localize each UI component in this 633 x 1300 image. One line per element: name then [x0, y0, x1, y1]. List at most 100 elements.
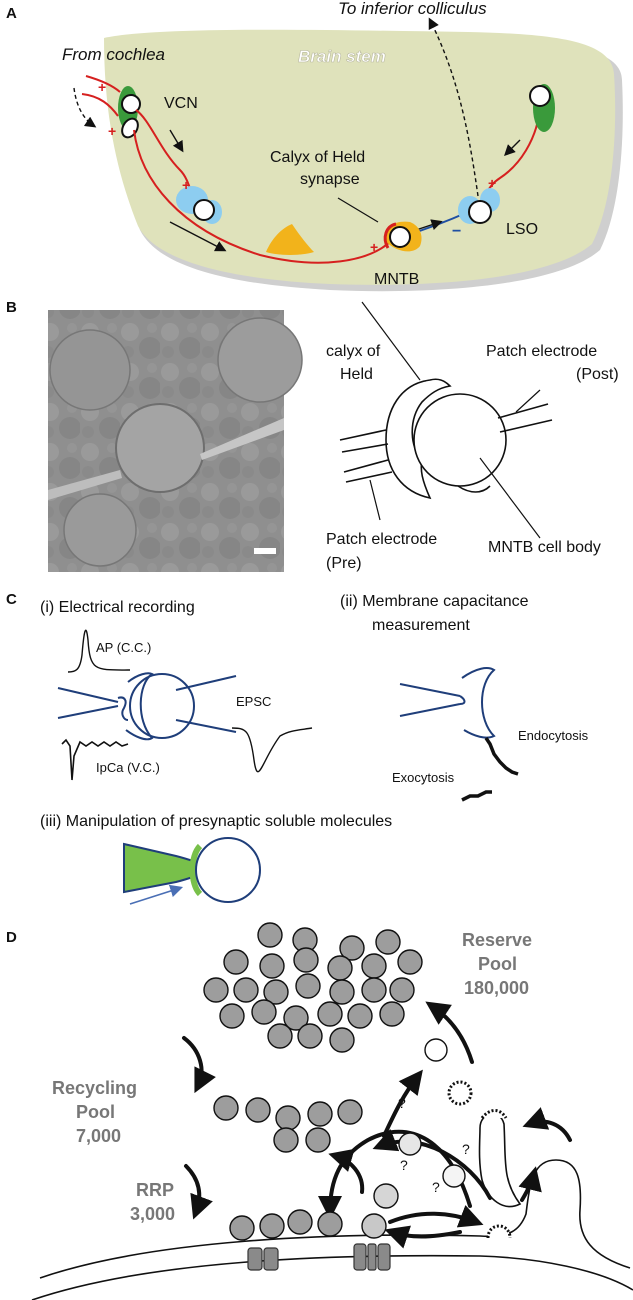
rrp-count: 3,000 — [130, 1204, 175, 1224]
vesicle — [229, 1215, 255, 1241]
endocytosis-label: Endocytosis — [518, 728, 589, 743]
vesicle-recycling — [398, 1132, 422, 1156]
vesicle — [297, 1023, 323, 1049]
presynaptic-pipette-diagram — [123, 837, 261, 905]
mntb-cell-body-label: MNTB cell body — [488, 539, 601, 556]
ap-trace — [67, 629, 131, 673]
lso-cell: − + LSO — [452, 175, 538, 240]
vesicle — [219, 1003, 245, 1029]
vesicle-recycling — [424, 1038, 448, 1062]
vesicle — [293, 947, 319, 973]
vesicle — [223, 949, 249, 975]
patch-post-label: Patch electrode — [486, 343, 597, 360]
vesicle-cycle-arrows — [182, 1001, 572, 1249]
endocytosis-trace — [484, 737, 519, 776]
vesicle — [317, 1001, 343, 1027]
reserve-pool-label-2: Pool — [478, 954, 517, 974]
recycling-pool-count: 7,000 — [76, 1126, 121, 1146]
vesicle-recycling — [373, 1183, 399, 1209]
vesicle — [213, 1095, 239, 1121]
to-inferior-colliculus-label: To inferior colliculus — [338, 0, 487, 18]
from-cochlea-label: From cochlea — [62, 45, 165, 64]
cochlear-input: From cochlea — [62, 45, 165, 128]
plus-sign: + — [370, 239, 378, 255]
reserve-pool-label: Reserve — [462, 930, 532, 950]
lso-label: LSO — [506, 221, 538, 238]
vesicle — [283, 1005, 309, 1031]
panel-label-a: A — [6, 5, 17, 22]
question-mark: ? — [462, 1141, 470, 1157]
vesicle — [329, 979, 355, 1005]
exocytosis-label: Exocytosis — [392, 770, 455, 785]
vcn-label: VCN — [164, 95, 198, 112]
vesicle — [287, 1209, 313, 1235]
globular-bushy-target: + — [176, 177, 222, 224]
mntb-cell: + MNTB Calyx of Held synapse — [270, 149, 422, 288]
vcn-neurons: + + VCN — [98, 79, 198, 139]
vesicle — [203, 977, 229, 1003]
vesicle — [307, 1101, 333, 1127]
ap-label: AP (C.C.) — [96, 640, 151, 655]
capacitance-diagram: Endocytosis Exocytosis — [392, 667, 589, 802]
vesicle — [251, 999, 277, 1025]
vesicle — [245, 1097, 271, 1123]
vesicle — [257, 922, 283, 948]
vesicle — [263, 979, 289, 1005]
vesicle — [259, 953, 285, 979]
vesicle — [375, 929, 401, 955]
vesicle — [397, 949, 423, 975]
vesicle — [337, 1099, 363, 1125]
patch-pre-label-2: (Pre) — [326, 555, 362, 572]
calcium-channels — [247, 1243, 391, 1271]
question-mark: ? — [400, 1157, 408, 1173]
vesicle-recycling — [442, 1164, 466, 1188]
synaptic-vesicles — [203, 922, 466, 1241]
question-mark: ? — [398, 1095, 406, 1111]
plus-sign: + — [182, 177, 190, 193]
scale-bar — [254, 548, 276, 554]
vesicle — [305, 1127, 331, 1153]
mntb-label: MNTB — [374, 271, 419, 288]
plus-sign: + — [98, 79, 106, 95]
recycling-pool-label-2: Pool — [76, 1102, 115, 1122]
vesicle — [361, 977, 387, 1003]
vesicle — [273, 1127, 299, 1153]
calyx-of-held-label: calyx of — [326, 343, 381, 360]
vesicle — [389, 977, 415, 1003]
vesicle — [275, 1105, 301, 1131]
panel-label-b: B — [6, 299, 17, 316]
vesicle — [233, 977, 259, 1003]
vesicle — [329, 1027, 355, 1053]
calyx-drawing — [339, 301, 553, 539]
electrical-recording-diagram: AP (C.C.) EPSC IpCa (V.C.) — [57, 629, 313, 781]
vesicle — [327, 955, 353, 981]
presynaptic-membrane — [31, 1159, 633, 1300]
plus-sign: + — [108, 123, 116, 139]
vesicle — [379, 1001, 405, 1027]
plus-sign: + — [488, 175, 496, 191]
capacitance-title: (ii) Membrane capacitance — [340, 593, 529, 610]
manipulation-title: (iii) Manipulation of presynaptic solubl… — [40, 813, 392, 830]
endocytic-structures — [447, 1080, 522, 1239]
ipca-label: IpCa (V.C.) — [96, 760, 160, 775]
recycling-pool-label: Recycling — [52, 1078, 137, 1098]
vesicle — [339, 935, 365, 961]
panel-label-d: D — [6, 929, 17, 946]
calyx-label-2: synapse — [300, 171, 360, 188]
patch-pre-label: Patch electrode — [326, 531, 437, 548]
epsc-trace — [231, 727, 313, 773]
mntb-nucleus-shape — [266, 224, 314, 255]
brain-stem-label: Brain stem — [298, 47, 386, 66]
electrical-recording-title: (i) Electrical recording — [40, 599, 195, 616]
patch-post-label-2: (Post) — [576, 366, 619, 383]
vesicle — [361, 953, 387, 979]
epsc-label: EPSC — [236, 694, 271, 709]
question-mark: ? — [432, 1179, 440, 1195]
calyx-label: Calyx of Held — [270, 149, 365, 166]
exocytosis-trace — [461, 790, 492, 802]
contralateral-vcn — [529, 84, 555, 132]
capacitance-title-2: measurement — [372, 617, 470, 634]
rrp-label: RRP — [136, 1180, 174, 1200]
minus-sign: − — [452, 223, 461, 240]
